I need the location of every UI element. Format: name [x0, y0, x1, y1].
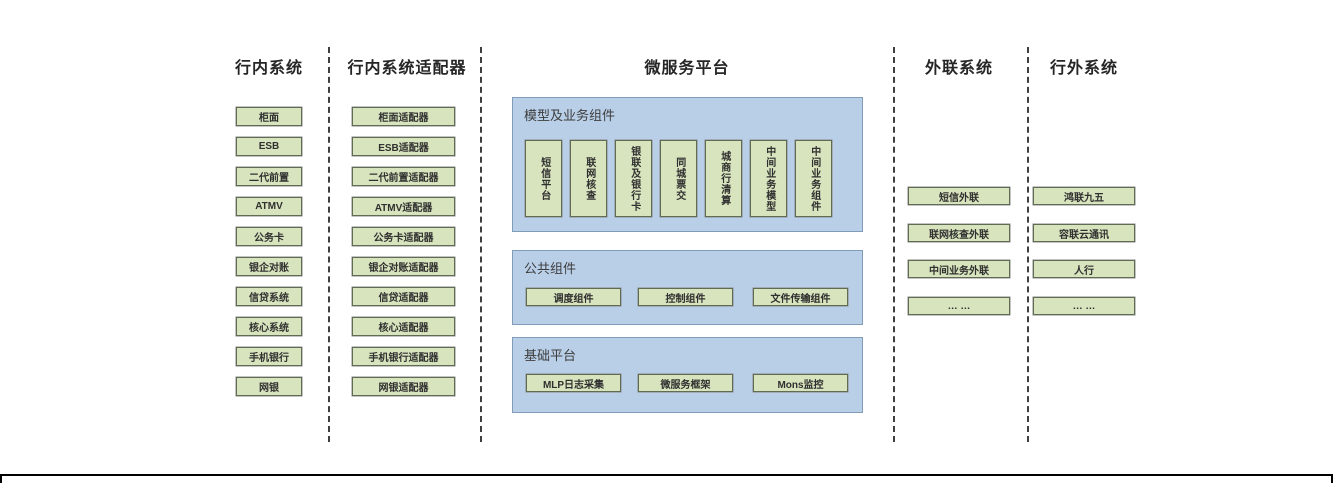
panel-base-platform: 基础平台 MLP日志采集微服务框架 Mons监控 [512, 337, 863, 413]
internal-adapter-box: 信贷适配器 [352, 287, 455, 306]
bottom-frame-right-tick [1331, 474, 1333, 483]
divider-dashed-1 [328, 47, 330, 442]
panel-base-platform-label: 基础平台 [524, 348, 577, 363]
common-component-box: 调度组件 [526, 288, 621, 306]
base-platform-box: MLP日志采集 [526, 374, 621, 392]
model-business-component-box: 中间业务模型 [750, 140, 787, 217]
column-title-external-link-systems: 外联系统 [924, 60, 993, 77]
external-link-box: 短信外联 [908, 187, 1010, 205]
internal-adapter-box: ATMV适配器 [352, 197, 455, 216]
common-component-box: 文件传输组件 [753, 288, 848, 306]
base-platform-box: 微服务框架 [638, 374, 733, 392]
internal-adapter-box: 公务卡适配器 [352, 227, 455, 246]
model-business-component-box: 短信平台 [525, 140, 562, 217]
column-title-outside-systems: 行外系统 [1049, 60, 1118, 77]
internal-system-box: 公务卡 [236, 227, 302, 246]
internal-adapter-box: 核心适配器 [352, 317, 455, 336]
outside-system-box: 鸿联九五 [1033, 187, 1135, 205]
model-business-component-box: 城商行清算 [705, 140, 742, 217]
column-title-internal-adapters: 行内系统适配器 [347, 60, 467, 77]
panel-common-components: 公共组件 调度组件控制组件 文件传输组件 [512, 250, 863, 325]
divider-dashed-4 [1027, 47, 1029, 442]
internal-adapter-box: 手机银行适配器 [352, 347, 455, 366]
external-link-box: 中间业务外联 [908, 260, 1010, 278]
outside-system-box: 人行 [1033, 260, 1135, 278]
internal-system-box: 二代前置 [236, 167, 302, 186]
internal-adapter-box: 银企对账适配器 [352, 257, 455, 276]
internal-adapter-box: ESB适配器 [352, 137, 455, 156]
internal-system-box: ATMV [236, 197, 302, 216]
internal-adapter-box: 柜面适配器 [352, 107, 455, 126]
bottom-frame-line [0, 474, 1333, 476]
bottom-frame-left-tick [0, 474, 2, 483]
internal-system-box: 信贷系统 [236, 287, 302, 306]
model-business-component-box: 中间业务组件 [795, 140, 832, 217]
outside-system-box: … … [1033, 297, 1135, 315]
column-title-microservice-platform: 微服务平台 [644, 60, 730, 77]
external-link-box: … … [908, 297, 1010, 315]
internal-system-box: 核心系统 [236, 317, 302, 336]
internal-system-box: 网银 [236, 377, 302, 396]
divider-dashed-3 [893, 47, 895, 442]
model-business-component-box: 同城票交 [660, 140, 697, 217]
panel-model-business-components-label: 模型及业务组件 [524, 108, 616, 123]
external-link-box: 联网核查外联 [908, 224, 1010, 242]
panel-model-business-components: 模型及业务组件 短信平台联网核查银联及银行卡同城票交城商行清算中间业务模型中间业… [512, 97, 863, 232]
divider-dashed-2 [480, 47, 482, 442]
internal-system-box: 柜面 [236, 107, 302, 126]
internal-adapter-box: 二代前置适配器 [352, 167, 455, 186]
model-business-component-box: 联网核查 [570, 140, 607, 217]
panel-common-components-label: 公共组件 [524, 261, 577, 276]
internal-system-box: 手机银行 [236, 347, 302, 366]
internal-system-box: ESB [236, 137, 302, 156]
common-component-box: 控制组件 [638, 288, 733, 306]
column-title-internal-systems: 行内系统 [234, 60, 303, 77]
internal-adapter-box: 网银适配器 [352, 377, 455, 396]
internal-system-box: 银企对账 [236, 257, 302, 276]
model-business-component-box: 银联及银行卡 [615, 140, 652, 217]
base-platform-box: Mons监控 [753, 374, 848, 392]
outside-system-box: 容联云通讯 [1033, 224, 1135, 242]
